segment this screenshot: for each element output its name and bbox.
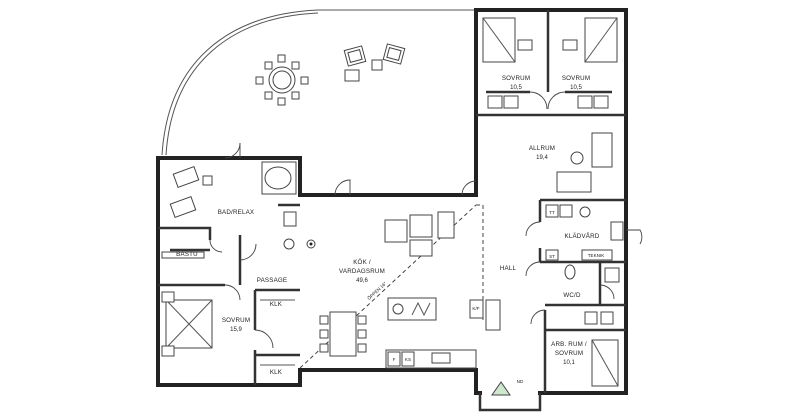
kladvard-fixtures — [545, 204, 624, 241]
label-hall: HALL — [500, 265, 517, 272]
label-bad-relax: BAD/RELAX — [218, 209, 255, 216]
exterior-walls — [156, 8, 628, 395]
annotation-f: F — [393, 357, 396, 362]
annotation-tt: TT — [549, 210, 555, 215]
relax-chairs — [169, 166, 213, 218]
door-swings — [209, 91, 643, 349]
sink-bad — [283, 211, 297, 250]
bed-sovrum-b — [562, 17, 618, 63]
label-kladvard: KLÄDVÅRD — [565, 233, 600, 240]
living-sofa-set — [384, 211, 455, 257]
annotation-kf: K/F — [472, 306, 479, 311]
area-allrum: 19,4 — [536, 155, 548, 161]
annotation-nd: ND — [517, 379, 524, 384]
sauna-bench — [161, 251, 205, 259]
teknik-fixtures — [545, 249, 613, 261]
label-kok-line1: KÖK / — [353, 259, 371, 266]
label-sovrum-a: SOVRUM — [502, 75, 530, 82]
label-klk-upper: KLK — [270, 301, 283, 308]
bed-sovrum-c — [161, 291, 213, 357]
bathtub — [261, 161, 297, 195]
patio-dining-table — [255, 54, 309, 106]
arb-rum-furniture — [584, 311, 619, 387]
label-teknik: TEKNIK — [588, 253, 606, 258]
kitchen-island — [387, 297, 437, 321]
label-klk-lower: KLK — [270, 369, 283, 376]
bed-sovrum-a — [482, 17, 533, 63]
annotation-ks: KS — [405, 357, 411, 362]
kitchen-counter — [385, 349, 477, 369]
room-labels: SOVRUM 10,5 SOVRUM 10,5 ALLRUM 19,4 BAD/… — [176, 75, 605, 376]
label-wc-d: WC/D — [563, 292, 581, 299]
patio-lounge-chairs — [343, 43, 406, 82]
stove-icon — [306, 239, 316, 249]
area-sovrum-c: 15,9 — [230, 327, 242, 333]
klk-shelves — [260, 299, 295, 366]
label-arb-rum-line2: SOVRUM — [555, 350, 583, 357]
wardrobes-sovrum — [487, 95, 609, 109]
allrum-sofa — [556, 132, 613, 193]
label-sovrum-b: SOVRUM — [562, 75, 590, 82]
dining-table — [319, 311, 367, 357]
entrance-marker — [491, 381, 511, 396]
label-passage: PASSAGE — [257, 277, 288, 284]
annotation-st: ST — [549, 254, 555, 259]
area-sovrum-b: 10,5 — [570, 85, 582, 91]
label-kok-line2: VARDAGSRUM — [339, 268, 385, 275]
area-arb-rum: 10,1 — [563, 360, 575, 366]
label-arb-rum-line1: ARB. RUM / — [551, 341, 587, 348]
label-sovrum-c: SOVRUM — [222, 317, 250, 324]
interior-walls — [158, 10, 626, 412]
label-bastu: BASTU — [176, 251, 198, 258]
area-kok: 49,6 — [356, 278, 368, 284]
area-sovrum-a: 10,5 — [510, 85, 522, 91]
kitchen-cabinet — [469, 299, 501, 331]
wc-fixtures — [564, 264, 620, 283]
label-allrum: ALLRUM — [529, 145, 555, 152]
